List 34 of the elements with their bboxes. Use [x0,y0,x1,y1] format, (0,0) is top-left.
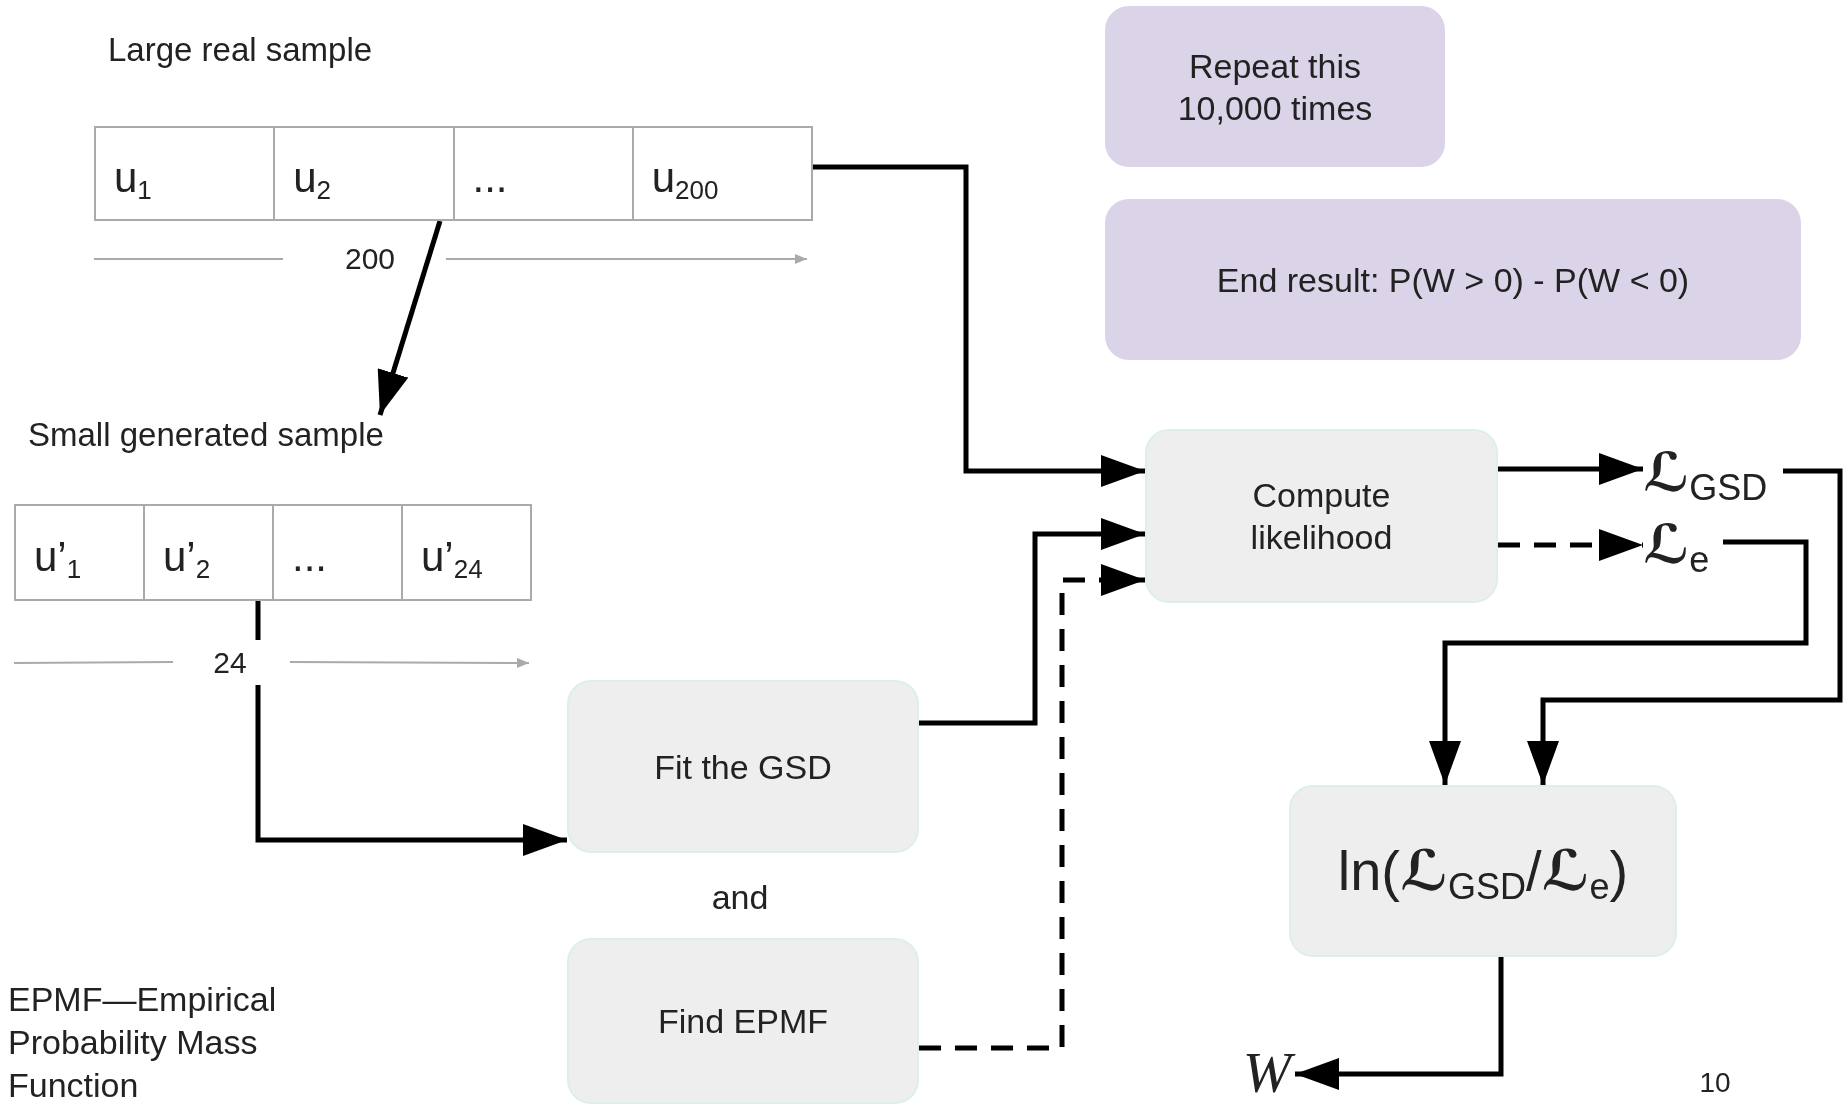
arrow [1527,468,1843,785]
formula-box [1289,785,1677,957]
arrow [1498,453,1643,485]
sample-cell: u’$_{2}$ [143,506,272,599]
note-box [1105,6,1445,167]
arrow [919,518,1145,726]
box-text: End result: P(W > 0) - P(W < 0) [1216,259,1690,301]
likelihood-symbol: ℒ$_{GSD}$ [1643,444,1768,500]
box-text: Fit the GSD [654,746,832,788]
sample-cell: u$_{200}$ [631,128,811,219]
result-box [1105,199,1801,360]
sample-cell: ... [272,506,401,599]
box-text: Repeat this 10,000 times [1176,45,1374,129]
arrow [1498,529,1643,561]
sample-cell: u$_{1}$ [96,128,274,219]
arrow [1295,957,1504,1090]
process-box [1145,429,1498,603]
arrow [255,601,567,856]
process-box [567,938,919,1104]
box-text: Find EPMF [657,1001,828,1042]
sample-cell: ... [452,128,632,219]
arrow [1429,539,1809,785]
sample-cell: u’$_{24}$ [401,506,530,599]
arrow [377,220,443,416]
sample-cell: u’$_{1}$ [16,506,143,599]
arrow [919,564,1145,1051]
heading-text: Small generated sample [27,415,384,455]
process-box [567,680,919,853]
arrow [813,164,1145,487]
box-text: ln(ℒ$_{GSD}$/ℒ$_{e}$) [1337,837,1629,909]
sample-cell: u$_{2}$ [273,128,453,219]
likelihood-symbol: ℒ$_{e}$ [1643,516,1710,572]
heading-text: Large real sample [107,30,373,70]
box-text: Compute likelihood [1249,475,1394,558]
